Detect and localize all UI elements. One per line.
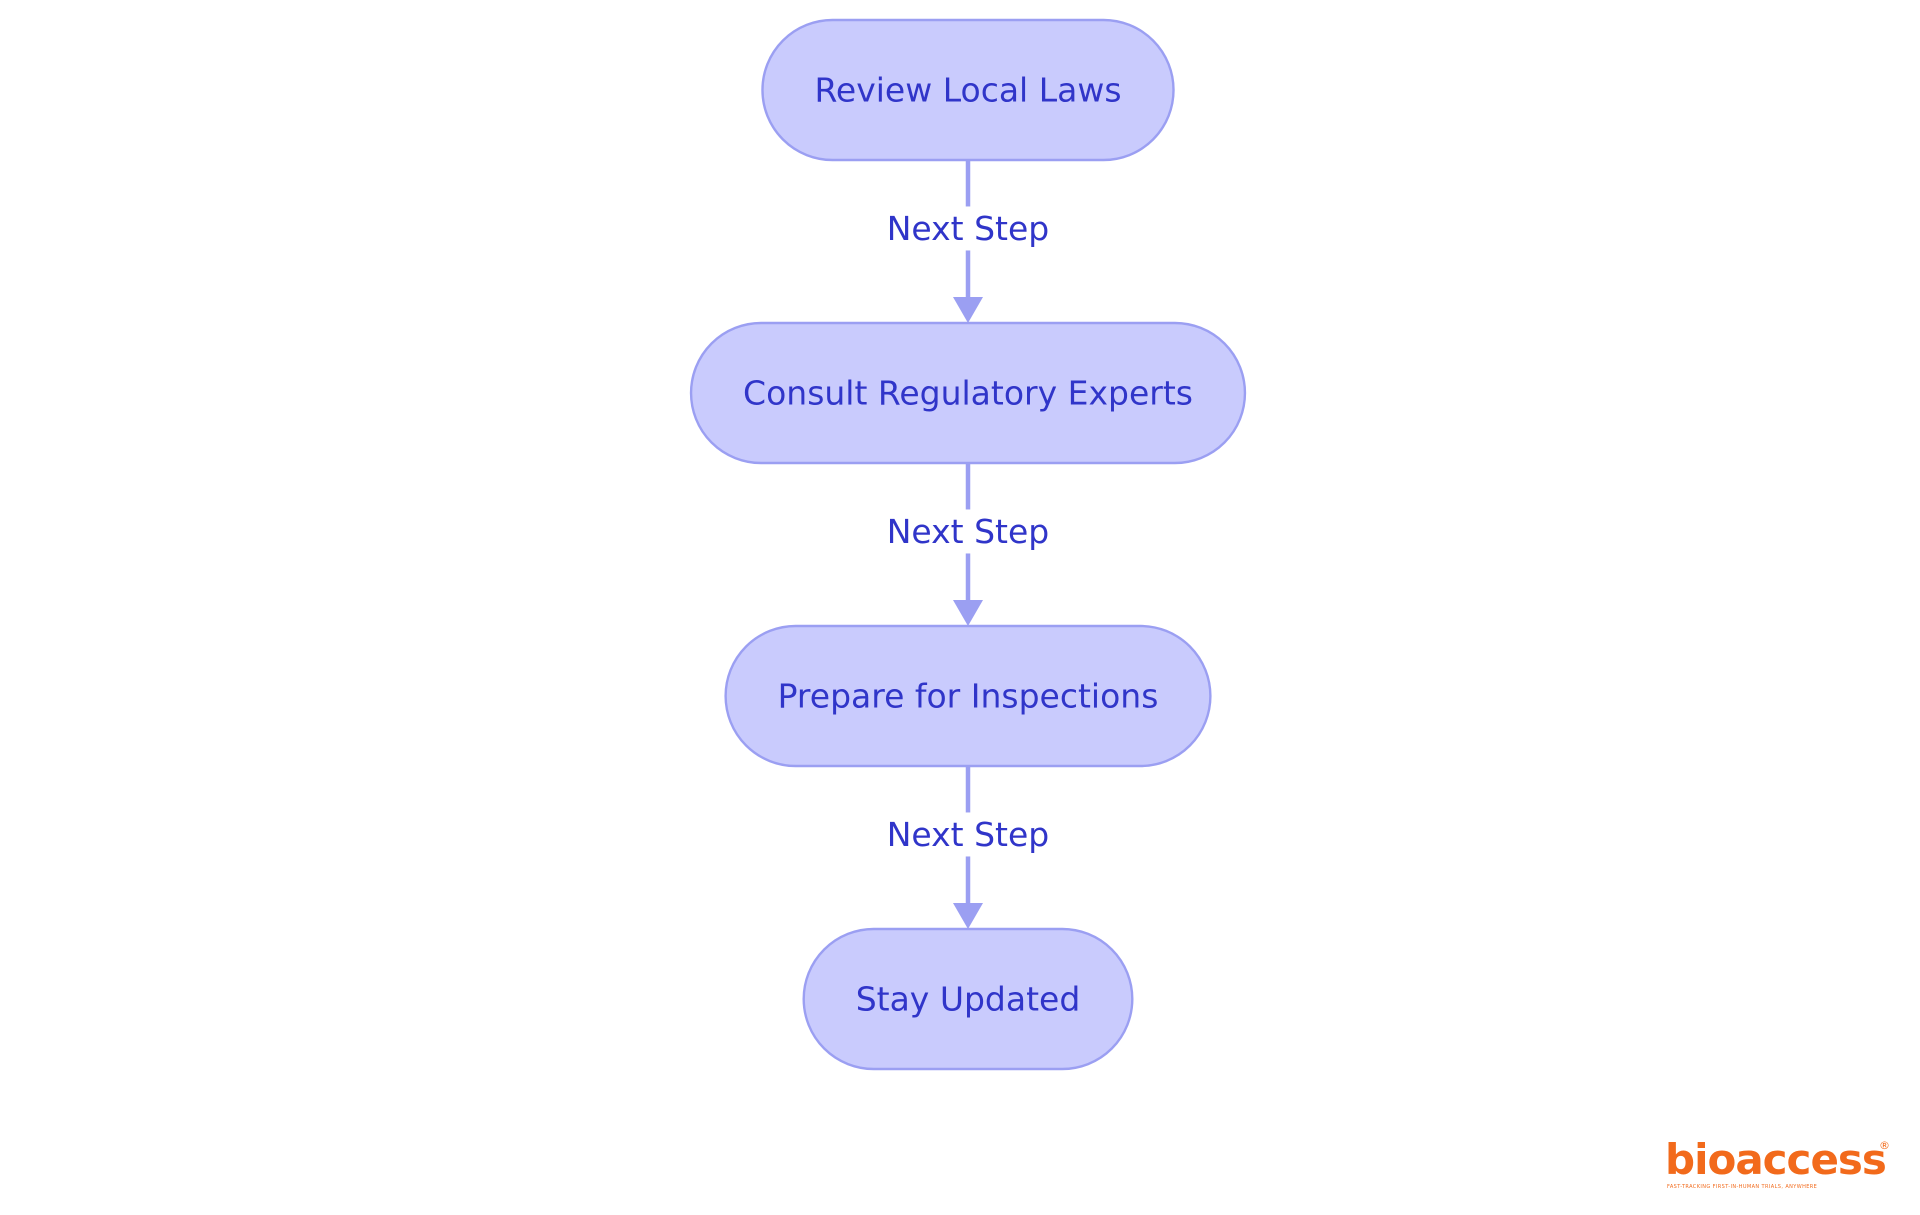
logo-wordmark: bioaccess <box>1665 1135 1887 1184</box>
node-label: Prepare for Inspections <box>778 677 1159 716</box>
arrow-down-icon <box>953 903 983 929</box>
node-shape <box>802 927 1134 1071</box>
node-review-local-laws: Review Local Laws <box>761 18 1175 162</box>
node-label: Stay Updated <box>856 980 1081 1019</box>
node-stay-updated: Stay Updated <box>802 927 1134 1071</box>
arrow-down-icon <box>953 297 983 323</box>
registered-mark-icon: ® <box>1879 1139 1890 1152</box>
node-label: Consult Regulatory Experts <box>743 374 1193 413</box>
edge-label-background <box>882 812 1054 857</box>
node-shape <box>761 18 1175 162</box>
node-shape <box>724 624 1212 768</box>
node-label: Review Local Laws <box>814 71 1121 110</box>
edge-prepare-to-stay: Next Step <box>882 766 1054 929</box>
edge-label-background <box>882 509 1054 554</box>
logo-tagline: FAST-TRACKING FIRST-IN-HUMAN TRIALS, ANY… <box>1667 1184 1818 1190</box>
edge-consult-to-prepare: Next Step <box>882 463 1054 626</box>
edge-label: Next Step <box>887 512 1050 551</box>
edge-label-background <box>882 206 1054 251</box>
edge-review-to-consult: Next Step <box>882 160 1054 323</box>
edge-label: Next Step <box>887 209 1050 248</box>
edge-label: Next Step <box>887 815 1050 854</box>
node-consult-regulatory-experts: Consult Regulatory Experts <box>689 321 1247 465</box>
arrow-down-icon <box>953 600 983 626</box>
bioaccess-logo: bioaccess ® FAST-TRACKING FIRST-IN-HUMAN… <box>1665 1138 1890 1194</box>
node-shape <box>689 321 1247 465</box>
node-prepare-for-inspections: Prepare for Inspections <box>724 624 1212 768</box>
